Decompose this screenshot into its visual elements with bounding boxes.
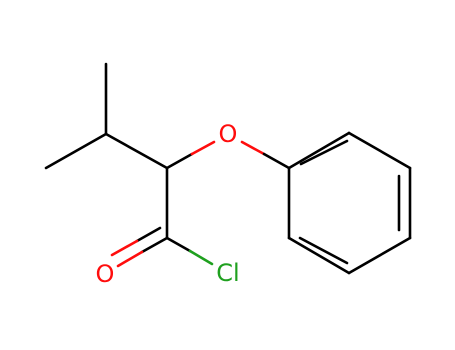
bond-c-cl-black bbox=[165, 236, 192, 253]
bond-methyl-left bbox=[44, 132, 108, 170]
atom-chlorine: Cl bbox=[216, 259, 239, 287]
ring-bond-5 bbox=[287, 236, 351, 275]
ring-bond-2 bbox=[347, 131, 412, 170]
atom-oxygen-carbonyl: O bbox=[96, 260, 115, 288]
bond-c-o-double-1-black bbox=[140, 236, 169, 254]
bond-o-to-phenyl-red bbox=[240, 140, 266, 156]
bond-c-o-double-2-red bbox=[110, 239, 139, 257]
atom-oxygen-ether: O bbox=[219, 120, 238, 148]
ring-bond-4 bbox=[347, 236, 412, 275]
bond-c-o-double-2-black bbox=[135, 226, 162, 243]
ring-double-inner-top bbox=[299, 139, 349, 166]
bond-alpha-to-o-red bbox=[190, 140, 216, 156]
bond-ch-to-alpha bbox=[104, 132, 169, 170]
bond-c-o-double-1-red bbox=[116, 250, 144, 268]
ring-double-inner-bottom bbox=[298, 236, 349, 265]
ring-bond-1 bbox=[287, 131, 351, 170]
bond-alpha-to-o-black bbox=[165, 152, 194, 170]
bond-c-cl-green bbox=[188, 249, 214, 266]
bond-o-to-phenyl-black bbox=[262, 152, 291, 170]
